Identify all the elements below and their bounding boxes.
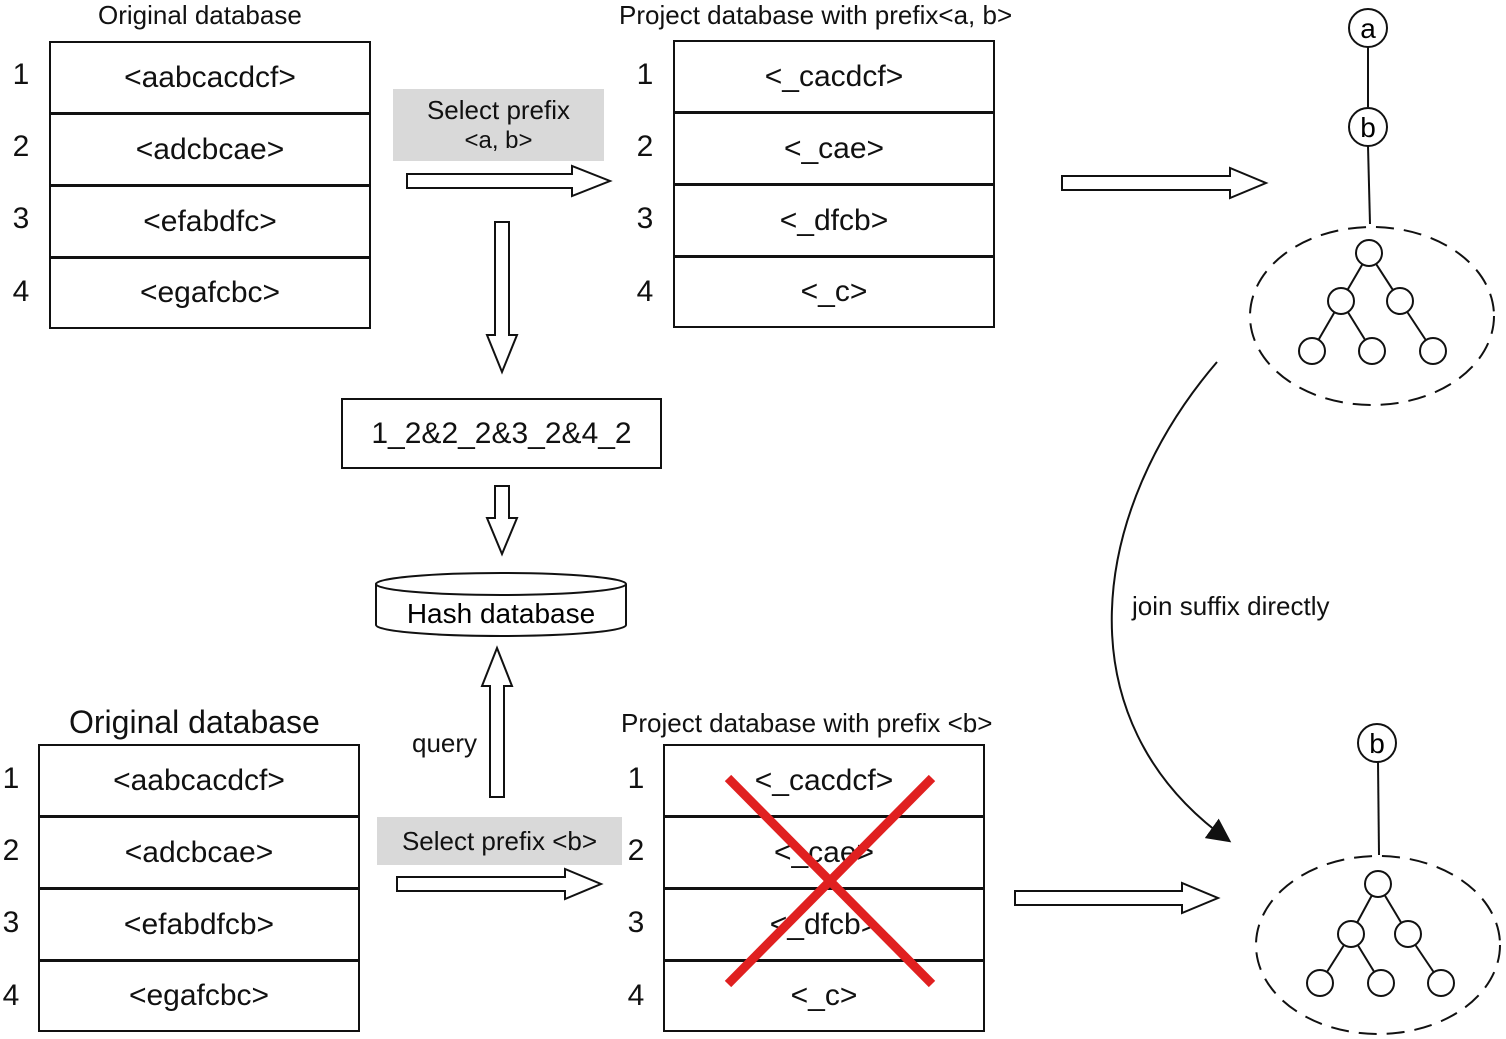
red-cross-mark [724, 774, 936, 988]
select-prefix-ab-box: Select prefix <a, b> [393, 89, 604, 161]
table-row: <_cacdcf> [675, 42, 993, 114]
tree-node [1367, 969, 1395, 997]
arrow-right-bottom-2 [1014, 881, 1221, 915]
top-suffix-subtree-boundary [1249, 226, 1495, 406]
table-row: <adcbcae> [51, 115, 369, 187]
table-row: <_cacdcf> [665, 746, 983, 818]
select-prefix-b-box: Select prefix <b> [377, 817, 622, 865]
table-row: <efabdfcb> [40, 890, 358, 962]
hash-database-label: Hash database [407, 598, 595, 629]
select-prefix-b-label: Select prefix <b> [401, 825, 598, 856]
tree-node-b [1348, 107, 1388, 147]
bottom-original-row-number-3: 3 [2, 906, 20, 939]
arrow-right-top-1 [406, 164, 613, 198]
table-row: <_c> [800, 275, 868, 308]
bottom-projected-row-number-1: 1 [627, 762, 645, 795]
tree-node [1355, 239, 1383, 267]
table-row: <aabcacdcf> [40, 746, 358, 818]
hash-database-cylinder: Hash database [375, 572, 627, 637]
tree-node [1419, 337, 1447, 365]
tree-node [1386, 287, 1414, 315]
top-original-row-number-4: 4 [12, 275, 30, 308]
table-row: <_cae> [675, 114, 993, 186]
bottom-projected-row-number-4: 4 [627, 979, 645, 1012]
join-suffix-arrow [1110, 361, 1232, 843]
select-prefix-ab-line2: <a, b> [464, 127, 533, 155]
query-label: query [412, 728, 478, 758]
bottom-original-database-table: <aabcacdcf> <adcbcae> <efabdfcb> <egafcb… [38, 744, 360, 1032]
bottom-original-row-number-4: 4 [2, 979, 20, 1012]
bottom-projected-title: Project database with prefix <b> [621, 708, 993, 738]
top-projected-row-number-2: 2 [636, 130, 654, 163]
tree-node-b-bottom-label: b [1369, 728, 1385, 759]
tree-node-a [1348, 8, 1388, 48]
table-row: <_c> [790, 979, 858, 1012]
bottom-original-row-number-2: 2 [2, 834, 20, 867]
arrow-up-query [480, 645, 514, 798]
bottom-projected-row-number-3: 3 [627, 906, 645, 939]
top-original-row-number-1: 1 [12, 58, 30, 91]
bottom-original-row-number-1: 1 [2, 762, 20, 795]
top-projected-database-table: <_cacdcf> <_cae> <_dfcb> <_c> [673, 40, 995, 328]
table-row: <efabdfc> [51, 187, 369, 259]
top-projected-row-number-1: 1 [636, 58, 654, 91]
hash-key-box: 1_2&2_2&3_2&4_2 [341, 398, 662, 469]
arrow-right-bottom-1 [396, 867, 604, 901]
arrow-down-to-hash-db [485, 485, 519, 557]
arrow-down-to-hash-key [485, 221, 519, 375]
top-original-database-table: <aabcacdcf> <adcbcae> <efabdfc> <egafcbc… [49, 41, 371, 329]
bottom-prefix-tree: b [1255, 723, 1501, 1035]
tree-node-b-bottom [1357, 723, 1397, 763]
top-projected-title: Project database with prefix<a, b> [619, 0, 1013, 30]
top-projected-row-number-4: 4 [636, 275, 654, 308]
table-row: <egafcbc> [139, 276, 281, 309]
table-row: <aabcacdcf> [51, 43, 369, 115]
tree-node [1394, 920, 1422, 948]
top-original-row-number-3: 3 [12, 202, 30, 235]
join-suffix-label: join suffix directly [1132, 591, 1330, 621]
table-row: <egafcbc> [128, 979, 270, 1012]
tree-node [1427, 969, 1455, 997]
bottom-projected-row-number-2: 2 [627, 834, 645, 867]
tree-node [1358, 337, 1386, 365]
tree-node [1327, 287, 1355, 315]
tree-node-b-label: b [1360, 112, 1376, 143]
top-projected-row-number-3: 3 [636, 202, 654, 235]
tree-node [1306, 969, 1334, 997]
tree-node [1298, 337, 1326, 365]
tree-node [1364, 870, 1392, 898]
top-original-title: Original database [98, 0, 302, 30]
table-row: <adcbcae> [40, 818, 358, 890]
bottom-suffix-subtree-boundary [1255, 855, 1501, 1035]
select-prefix-ab-line1: Select prefix [426, 94, 571, 125]
bottom-original-title: Original database [69, 704, 320, 740]
table-row: <_dfcb> [675, 186, 993, 258]
tree-node [1337, 920, 1365, 948]
tree-node-a-label: a [1360, 13, 1376, 44]
top-original-row-number-2: 2 [12, 130, 30, 163]
top-prefix-tree: a b [1249, 8, 1495, 406]
arrow-right-top-2 [1061, 166, 1269, 200]
